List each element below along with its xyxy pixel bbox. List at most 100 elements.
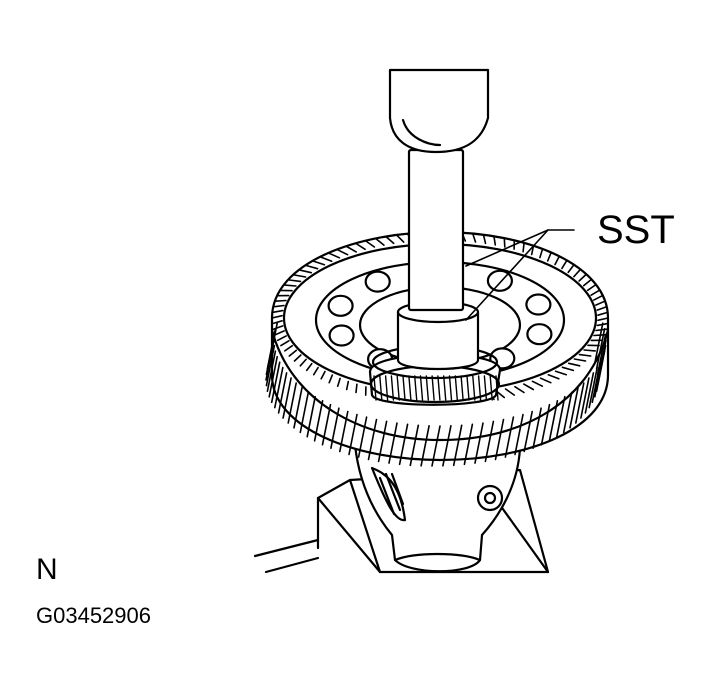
bearing-roller	[443, 375, 447, 401]
helical-tooth-line	[593, 322, 604, 365]
gear-tooth	[583, 349, 597, 352]
gear-tooth	[597, 311, 609, 317]
gear-tooth	[336, 377, 341, 388]
helical-tooth-line	[338, 410, 349, 453]
bearing-roller	[379, 375, 383, 401]
helical-tooth-line	[584, 372, 595, 414]
helical-tooth-line	[540, 403, 551, 446]
sst-leader-lines	[465, 229, 575, 321]
gear-tooth	[554, 370, 568, 376]
helical-tooth-line	[306, 395, 317, 438]
differential-case	[353, 443, 522, 573]
helical-tooth-line	[388, 422, 398, 464]
gear-tooth	[336, 249, 349, 256]
gear-tooth	[514, 385, 525, 394]
helical-tooth-line	[580, 377, 590, 419]
gear-tooth	[567, 362, 581, 367]
gear-tooth	[546, 252, 552, 262]
gear-tooth	[271, 314, 283, 319]
helical-tooth-line	[548, 399, 559, 442]
helical-tooth-line	[588, 366, 599, 409]
gear-tooth	[320, 370, 326, 380]
helical-tooth-line	[293, 386, 303, 429]
bearing-roller	[466, 375, 470, 401]
bearing-roller	[396, 375, 400, 401]
helical-tooth-line	[463, 423, 474, 466]
helical-tooth-line	[474, 422, 484, 464]
helical-tooth-line	[442, 424, 452, 467]
gear-tooth	[578, 353, 592, 357]
gear-tooth	[305, 362, 313, 372]
gear-tooth	[355, 242, 366, 251]
gear-tooth	[276, 335, 288, 342]
helical-tooth-line	[569, 386, 579, 429]
helical-tooth-line	[268, 355, 279, 398]
gear-tooth	[320, 256, 333, 263]
gear-tooth	[385, 235, 395, 245]
gear-tooth	[590, 289, 600, 297]
gear-tooth	[272, 304, 285, 308]
gear-tooth	[531, 380, 544, 388]
bearing-roller	[472, 375, 476, 401]
bearing-roller	[477, 375, 482, 401]
gear-tooth	[522, 383, 535, 391]
helical-tooth-line	[409, 424, 420, 467]
helical-tooth-line	[431, 425, 441, 467]
helical-tooth-line	[265, 344, 276, 387]
helical-tooth-line	[596, 333, 607, 376]
bearing-roller	[454, 375, 458, 401]
gear-tooth	[345, 380, 350, 391]
gear-tooth	[554, 256, 560, 266]
helical-tooth-line	[562, 391, 573, 434]
gear-tooth	[345, 245, 358, 253]
gear-tooth	[539, 377, 552, 384]
gear-tooth	[503, 237, 506, 248]
gear-tooth	[271, 319, 283, 325]
gear-tooth	[482, 234, 487, 245]
helical-tooth-line	[266, 350, 277, 393]
bearing-roller	[425, 375, 429, 401]
ring-gear-teeth	[265, 231, 609, 467]
helical-tooth-line	[504, 416, 515, 458]
gear-tooth	[293, 354, 302, 362]
gear-tooth	[596, 305, 608, 311]
gear-tooth	[328, 252, 341, 259]
helical-tooth-line	[532, 407, 542, 450]
gear-tooth	[283, 284, 297, 287]
helical-tooth-line	[313, 399, 324, 442]
helical-tooth-line	[299, 391, 310, 434]
gear-tooth	[561, 260, 568, 270]
bearing-rollers	[373, 375, 499, 401]
gear-tooth	[364, 240, 376, 248]
gear-tooth	[592, 294, 604, 301]
helical-tooth-line	[574, 382, 585, 424]
bolt-hole	[328, 324, 355, 347]
gear-tooth	[288, 349, 298, 357]
gear-tooth	[312, 366, 319, 376]
helical-tooth-line	[452, 424, 463, 467]
bolt-hole	[364, 270, 391, 293]
helical-tooth-line	[273, 366, 284, 409]
gear-tooth	[355, 383, 358, 394]
helical-tooth-line	[523, 410, 534, 453]
bearing-roller	[390, 375, 395, 401]
helical-tooth-line	[514, 413, 524, 456]
gear-tooth	[582, 279, 592, 287]
helical-tooth-line	[595, 327, 606, 370]
gear-tooth	[283, 344, 294, 352]
gear-tooth	[288, 279, 302, 283]
gear-tooth	[274, 330, 286, 336]
gear-tooth	[573, 358, 587, 362]
gear-tooth	[293, 274, 307, 278]
helical-tooth-line	[277, 372, 288, 414]
helical-tooth-line	[484, 420, 495, 463]
gear-tooth	[271, 309, 284, 314]
helical-tooth-line	[420, 424, 430, 467]
helical-tooth-line	[555, 395, 566, 438]
bearing-roller	[460, 375, 464, 401]
view-indicator-label: N	[36, 553, 58, 586]
helical-tooth-line	[282, 377, 292, 419]
gear-tooth	[328, 374, 334, 384]
bolt-hole	[327, 294, 354, 317]
